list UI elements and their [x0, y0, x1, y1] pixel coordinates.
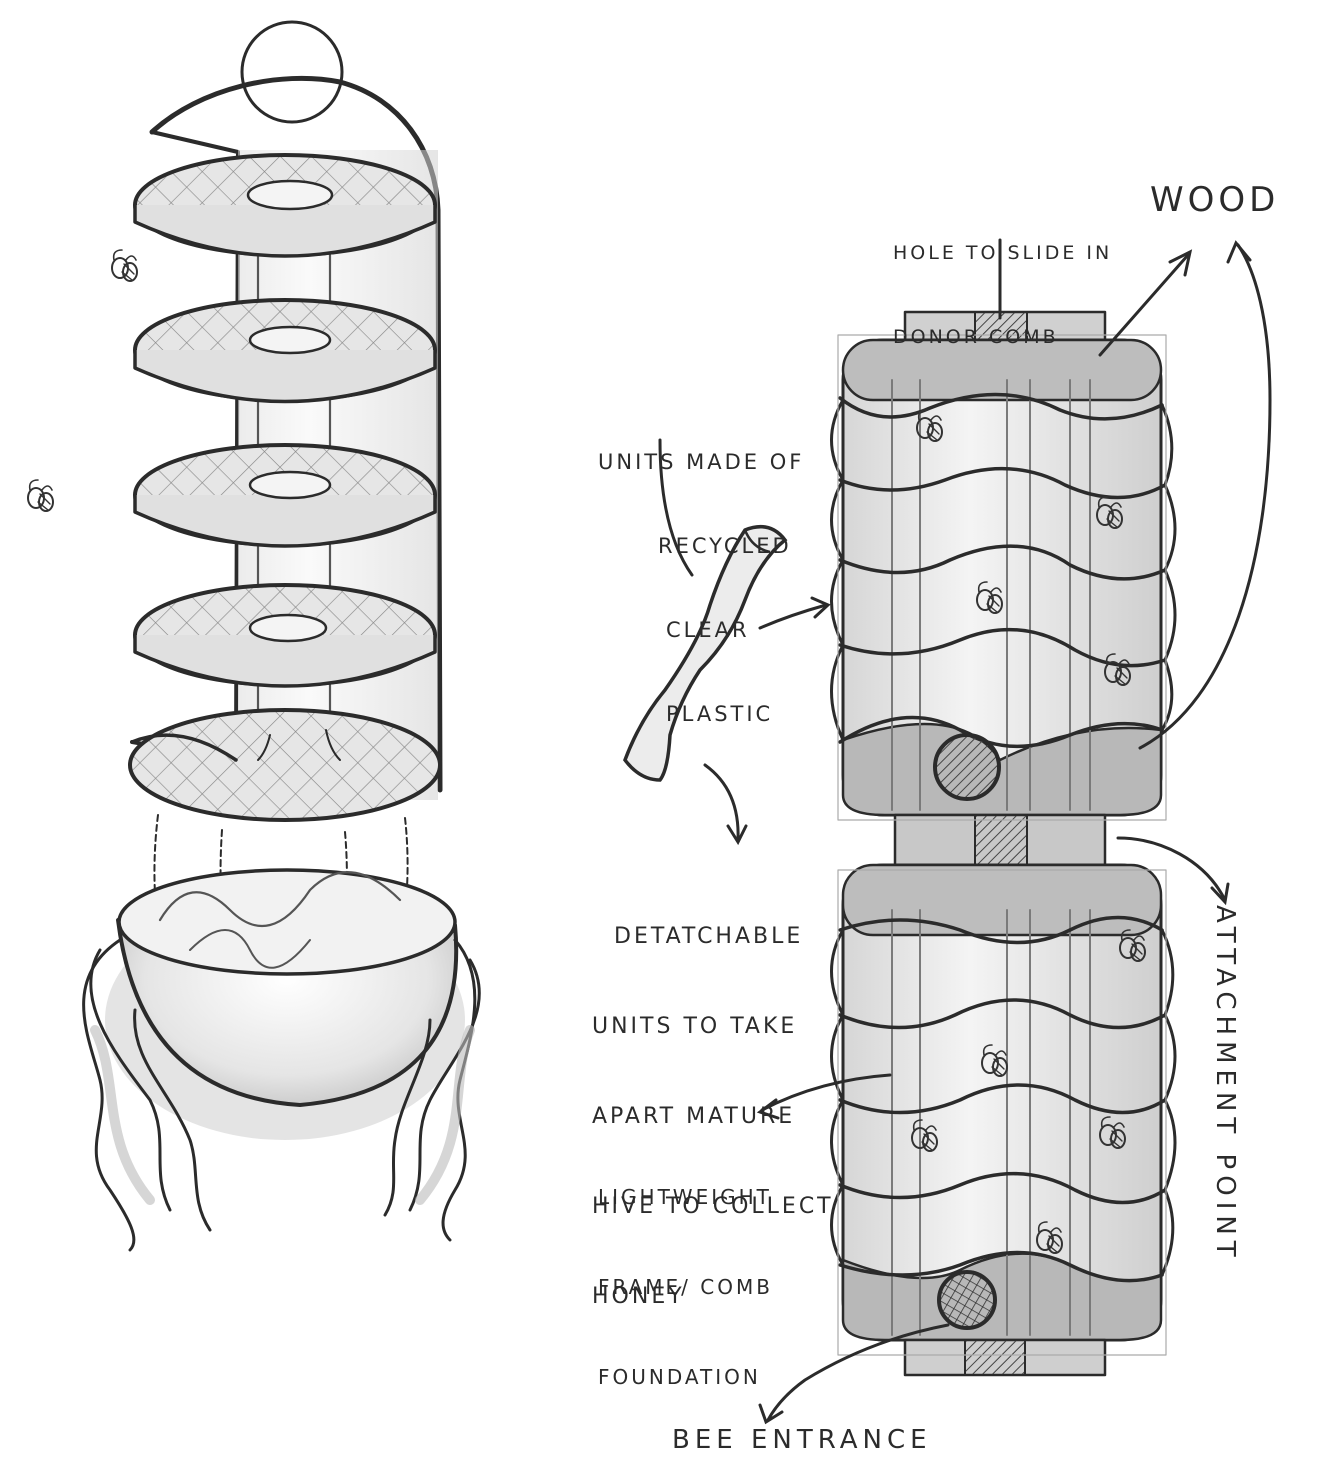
detachable-label-line: APART MATURE [592, 1104, 796, 1129]
wood-label: WOOD [1150, 180, 1280, 220]
disc-5 [128, 708, 442, 822]
modular-hive-sketch [830, 310, 1177, 1377]
units-label: UNITS MADE OF RECYCLED CLEAR PLASTIC [598, 392, 804, 756]
units-label-line: UNITS MADE OF [598, 450, 805, 474]
detachable-label-line: DETATCHABLE [614, 924, 804, 949]
hanging-ring [240, 20, 344, 124]
tendril-shadows [90, 1025, 475, 1205]
leader-lines [658, 238, 1272, 1425]
plastic-strip [623, 524, 788, 782]
bowl [105, 868, 465, 1140]
disc-4 [133, 583, 437, 688]
bee-icon [27, 479, 54, 512]
hanging-strings [153, 814, 409, 951]
frame-label-line: LIGHTWEIGHT [598, 1185, 772, 1209]
lower-unit [830, 863, 1177, 1342]
hole-label-line: HOLE TO SLIDE IN [893, 242, 1113, 264]
frame-label-line: FOUNDATION [598, 1365, 761, 1389]
disc-3 [133, 443, 437, 548]
upper-entrance-hole [933, 733, 1001, 801]
detachable-label-line: UNITS TO TAKE [592, 1014, 798, 1039]
bee-entrance-hole [937, 1270, 997, 1330]
hole-label-line: DONOR COMB [893, 326, 1059, 348]
detachable-label: DETATCHABLE UNITS TO TAKE APART MATURE H… [592, 862, 834, 1342]
bee-entrance-label: BEE ENTRANCE [672, 1425, 932, 1455]
frame-label: LIGHTWEIGHT FRAME/ COMB FOUNDATION [598, 1122, 773, 1422]
frame-label-line: FRAME/ COMB [598, 1275, 773, 1299]
disc-2 [133, 298, 437, 404]
units-label-line: RECYCLED [658, 534, 792, 558]
units-label-line: CLEAR [666, 618, 750, 642]
upper-unit [830, 338, 1177, 817]
units-label-line: PLASTIC [666, 702, 774, 726]
hanging-hive-sketch [27, 20, 481, 1252]
disc-1 [133, 153, 437, 258]
hole-label: HOLE TO SLIDE IN DONOR COMB [893, 178, 1112, 382]
attachment-point-label: ATTACHMENT POINT [1210, 905, 1240, 1263]
detachable-label-line: HONEY [592, 1284, 685, 1309]
detachable-label-line: HIVE TO COLLECT [592, 1194, 834, 1219]
bee-icon [111, 249, 138, 282]
